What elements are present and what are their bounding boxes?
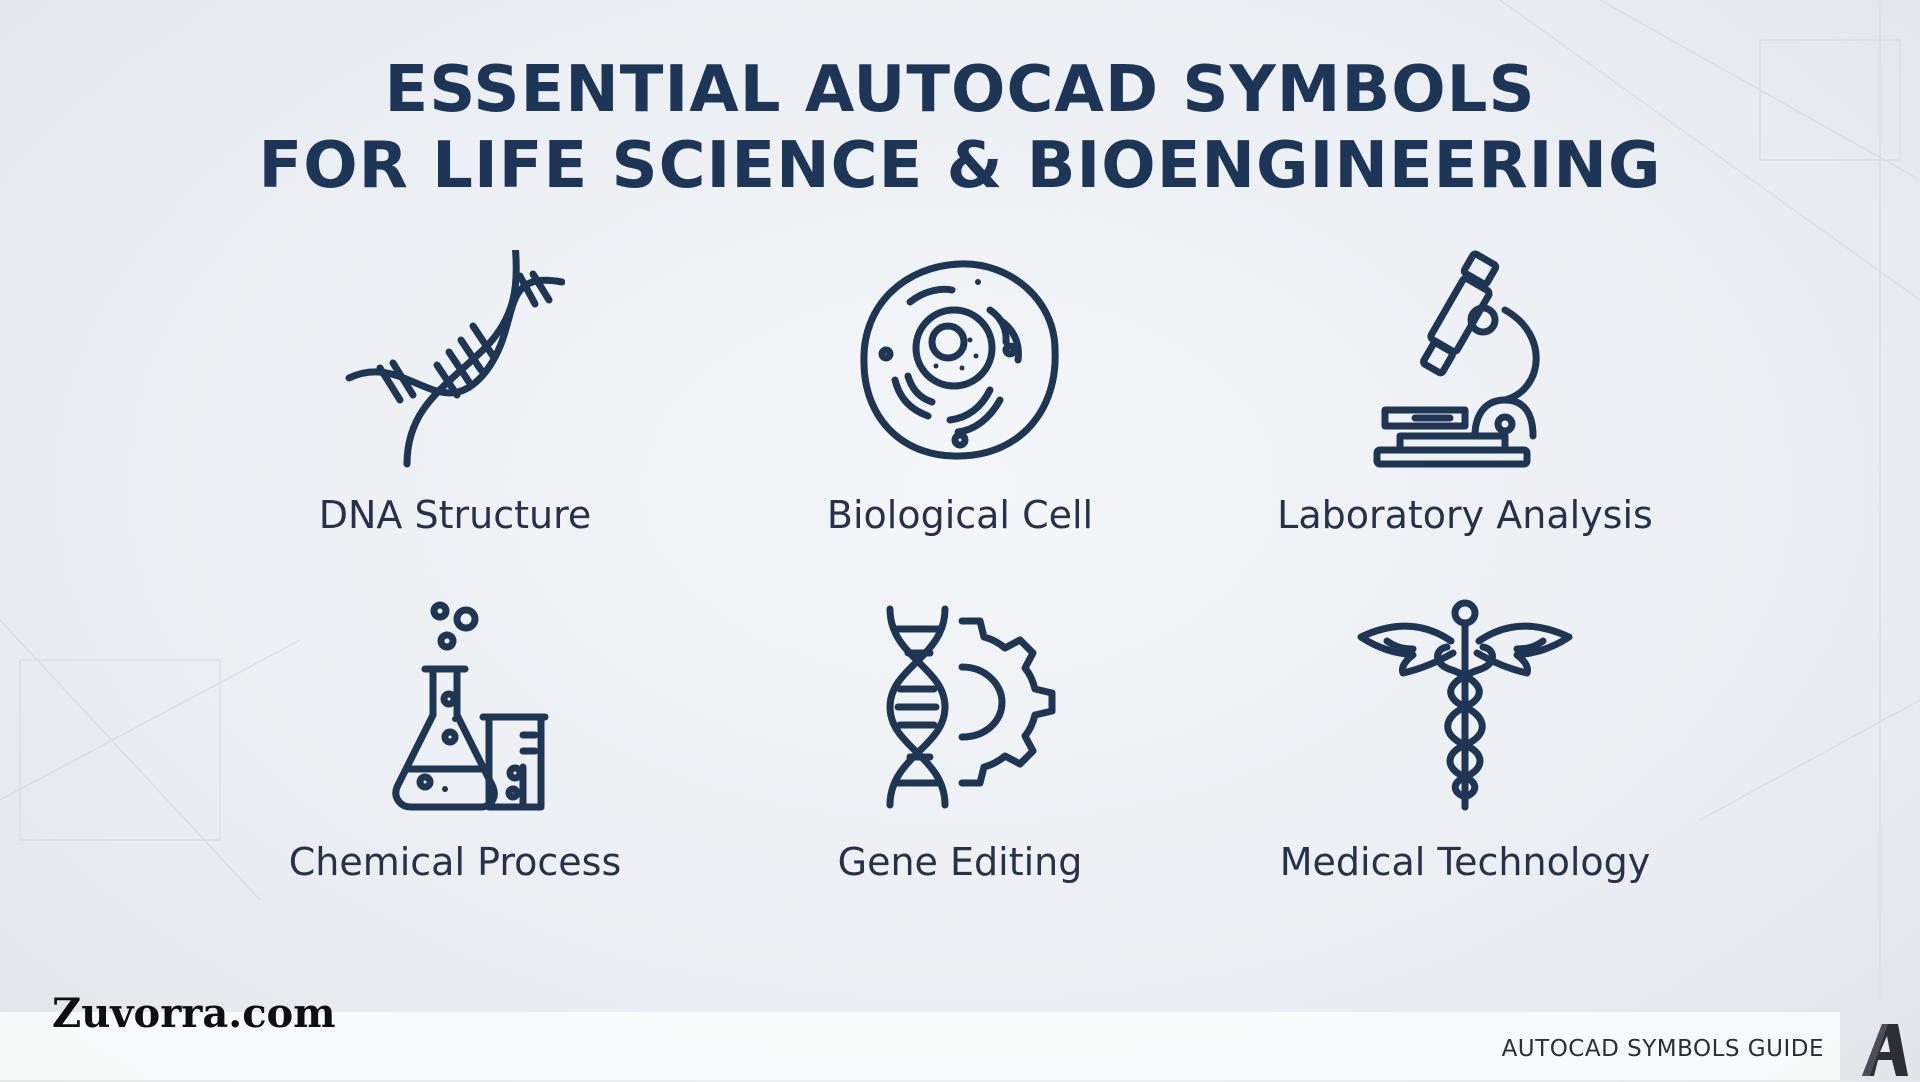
symbol-gene-editing: Gene Editing — [720, 597, 1200, 897]
symbol-label: DNA Structure — [318, 493, 592, 537]
symbol-label: Chemical Process — [288, 840, 622, 884]
symbol-label: Medical Technology — [1279, 840, 1651, 884]
symbol-dna-structure: DNA Structure — [215, 250, 695, 550]
symbol-label: Gene Editing — [837, 840, 1083, 884]
footer-guide-label: AUTOCAD SYMBOLS GUIDE — [1501, 1036, 1824, 1062]
dna-icon — [345, 250, 565, 470]
symbol-biological-cell: Biological Cell — [720, 250, 1200, 550]
page-title: ESSENTIAL AUTOCAD SYMBOLS FOR LIFE SCIEN… — [0, 52, 1920, 204]
flask-beaker-icon — [345, 597, 565, 817]
microscope-icon — [1355, 250, 1575, 470]
dna-gear-icon — [850, 597, 1070, 817]
page-title-line2: FOR LIFE SCIENCE & BIOENGINEERING — [258, 129, 1662, 203]
caduceus-icon — [1355, 597, 1575, 817]
symbol-chemical-process: Chemical Process — [215, 597, 695, 897]
autocad-logo-icon — [1858, 1020, 1912, 1078]
page-title-line1: ESSENTIAL AUTOCAD SYMBOLS — [384, 53, 1536, 127]
brand-name: Zuvorra.com — [52, 990, 336, 1037]
symbol-medical-technology: Medical Technology — [1225, 597, 1705, 897]
symbol-label: Laboratory Analysis — [1277, 493, 1653, 537]
cell-icon — [850, 250, 1070, 470]
symbol-label: Biological Cell — [826, 493, 1094, 537]
symbol-laboratory-analysis: Laboratory Analysis — [1225, 250, 1705, 550]
footer-band — [0, 1012, 1840, 1080]
